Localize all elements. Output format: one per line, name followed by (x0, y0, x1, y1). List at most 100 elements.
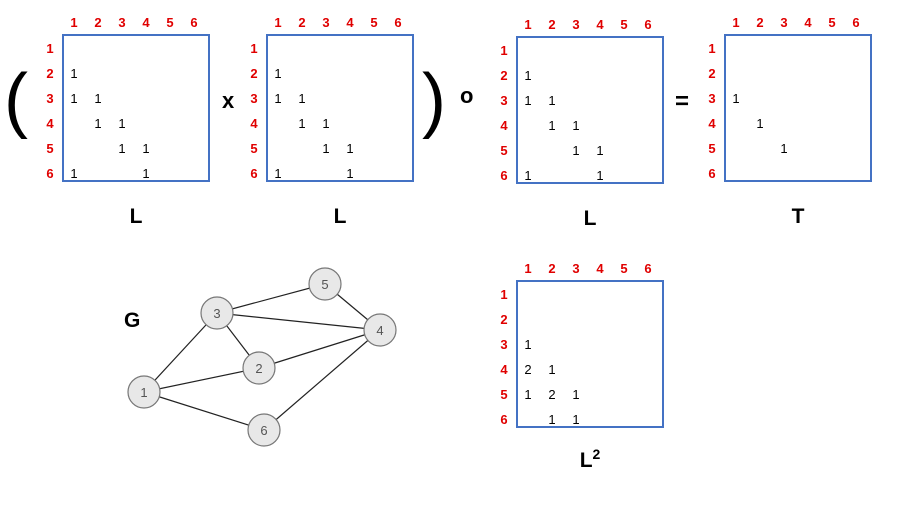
matrix-cell: 2 (548, 387, 556, 402)
matrix-cell: 1 (274, 166, 282, 181)
col-header: 2 (298, 15, 306, 30)
graph-edge-6-4 (263, 329, 381, 431)
matrix-cell: 2 (524, 362, 532, 377)
matrix-cell: 1 (596, 168, 604, 183)
row-header: 6 (250, 166, 258, 181)
col-header: 4 (346, 15, 354, 30)
col-header: 5 (620, 17, 628, 32)
matrix-cell: 1 (572, 143, 580, 158)
graph-edge-1-3 (143, 312, 218, 393)
matrix-cell: 1 (346, 166, 354, 181)
close-paren: ) (422, 60, 446, 140)
row-header: 1 (500, 287, 508, 302)
row-header: 6 (708, 166, 716, 181)
col-header: 2 (756, 15, 764, 30)
col-header: 2 (94, 15, 102, 30)
col-header: 1 (732, 15, 740, 30)
col-header: 4 (596, 261, 604, 276)
matrix-cell: 1 (572, 387, 580, 402)
matrix-cell: 1 (524, 387, 532, 402)
graph-node-label: 6 (260, 423, 267, 438)
matrix-cell: 1 (322, 141, 330, 156)
matrix-cell: 1 (732, 91, 740, 106)
matrix-label: L2 (579, 446, 601, 472)
col-header: 3 (118, 15, 126, 30)
equals-operator: = (675, 88, 690, 115)
open-paren: ( (4, 60, 28, 140)
times-operator: x (222, 88, 235, 113)
matrix-label: L (583, 207, 597, 230)
col-header: 1 (70, 15, 78, 30)
matrix-cell: 1 (780, 141, 788, 156)
matrix-cell: 1 (94, 91, 102, 106)
graph-node-1 (127, 375, 161, 409)
row-header: 6 (500, 412, 508, 427)
row-header: 4 (500, 118, 508, 133)
col-header: 5 (166, 15, 174, 30)
row-header: 3 (708, 91, 716, 106)
graph-edge-3-5 (216, 283, 326, 314)
row-header: 6 (500, 168, 508, 183)
hadamard-operator: o (460, 83, 474, 108)
col-header: 4 (804, 15, 812, 30)
matrix-cell: 1 (346, 141, 354, 156)
row-header: 6 (46, 166, 54, 181)
row-header: 1 (500, 43, 508, 58)
col-header: 4 (142, 15, 150, 30)
matrix-cell: 1 (70, 91, 78, 106)
graph-edge-2-4 (258, 329, 381, 369)
matrix-cell: 1 (524, 93, 532, 108)
matrix-l3-box (516, 36, 664, 184)
matrix-label: L (333, 205, 347, 228)
graph-node-5 (308, 267, 342, 301)
graph-node-label: 5 (321, 277, 328, 292)
graph-node-4 (363, 313, 397, 347)
matrix-cell: 1 (524, 168, 532, 183)
matrix-cell: 1 (70, 66, 78, 81)
col-header: 6 (852, 15, 860, 30)
matrix-l1-box (62, 34, 210, 182)
matrix-cell: 1 (274, 66, 282, 81)
col-header: 2 (548, 261, 556, 276)
row-header: 5 (46, 141, 54, 156)
row-header: 2 (250, 66, 258, 81)
graph-node-label: 2 (255, 361, 262, 376)
matrix-label: L (129, 205, 143, 228)
row-header: 4 (250, 116, 258, 131)
matrix-cell: 1 (524, 68, 532, 83)
graph-edge-3-4 (216, 312, 381, 331)
col-header: 6 (190, 15, 198, 30)
matrix-label: T (791, 205, 805, 228)
col-header: 5 (370, 15, 378, 30)
graph-node-6 (247, 413, 281, 447)
col-header: 3 (780, 15, 788, 30)
matrix-cell: 1 (548, 362, 556, 377)
col-header: 1 (524, 261, 532, 276)
matrix-cell: 1 (572, 118, 580, 133)
row-header: 3 (46, 91, 54, 106)
row-header: 2 (708, 66, 716, 81)
row-header: 5 (708, 141, 716, 156)
row-header: 4 (708, 116, 716, 131)
col-header: 5 (620, 261, 628, 276)
matrix-cell: 1 (524, 337, 532, 352)
matrix-cell: 1 (298, 91, 306, 106)
row-header: 4 (500, 362, 508, 377)
row-header: 3 (500, 337, 508, 352)
matrix-label-superscript: 2 (592, 446, 601, 462)
matrix-t-box (724, 34, 872, 182)
row-header: 5 (500, 387, 508, 402)
col-header: 3 (322, 15, 330, 30)
col-header: 6 (644, 261, 652, 276)
col-header: 6 (644, 17, 652, 32)
matrix-cell: 1 (756, 116, 764, 131)
matrix-cell: 1 (142, 141, 150, 156)
matrix-cell: 1 (94, 116, 102, 131)
row-header: 2 (500, 68, 508, 83)
matrix-cell: 1 (548, 93, 556, 108)
col-header: 1 (274, 15, 282, 30)
row-header: 2 (46, 66, 54, 81)
row-header: 1 (708, 41, 716, 56)
col-header: 1 (524, 17, 532, 32)
